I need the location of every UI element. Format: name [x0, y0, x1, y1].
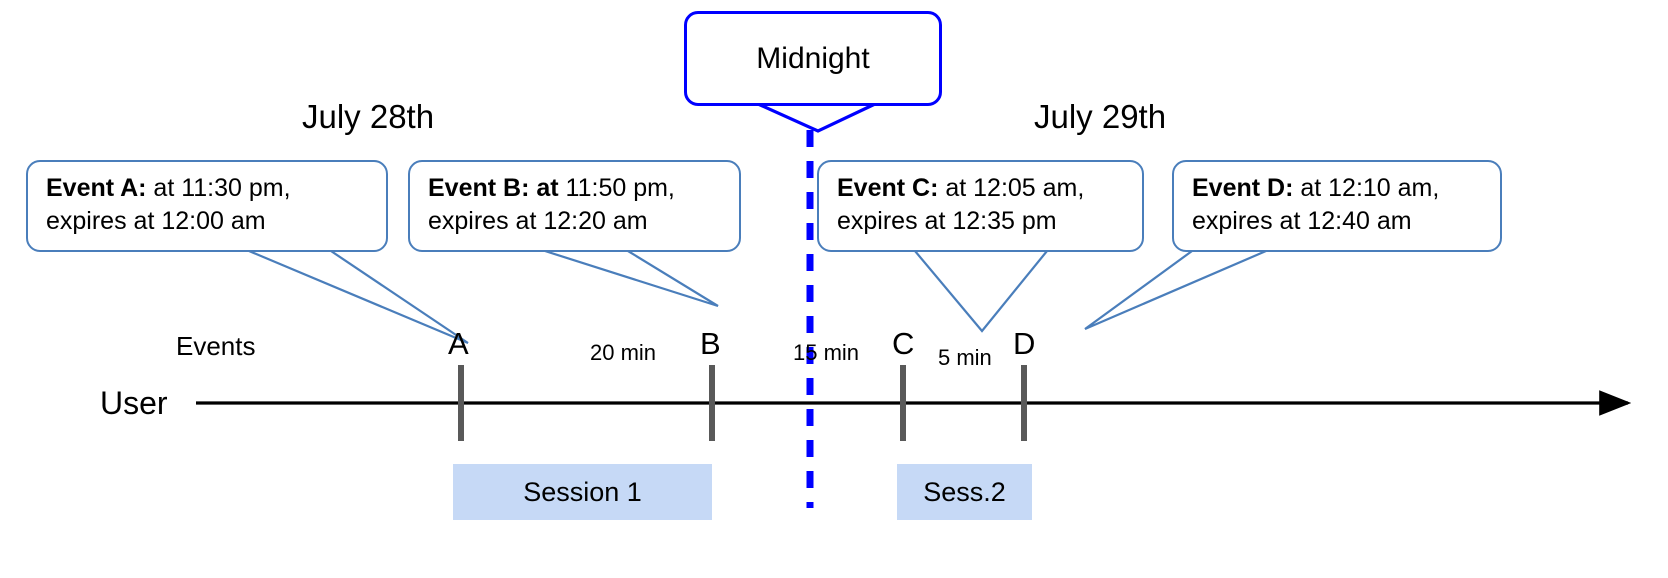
user-row-label: User — [100, 385, 168, 421]
marker-label-b: B — [700, 326, 721, 361]
callout-event-d-rest: at 12:10 am, — [1293, 174, 1440, 202]
callout-event-a: Event A: at 11:30 pm, expires at 12:00 a… — [26, 160, 388, 252]
callout-event-b: Event B: at 11:50 pm, expires at 12:20 a… — [408, 160, 741, 252]
callout-event-c-line1: Event C: at 12:05 am, — [837, 172, 1128, 205]
date-label-july-28: July 28th — [302, 98, 435, 135]
midnight-callout-tail — [757, 102, 876, 133]
callout-event-c-rest: at 12:05 am, — [938, 174, 1085, 202]
callout-event-a-line2: expires at 12:00 am — [46, 207, 266, 235]
midnight-callout: Midnight — [684, 11, 942, 106]
session-block-2: Sess.2 — [897, 464, 1032, 520]
callout-event-b-rest: 11:50 pm, — [558, 174, 675, 202]
leader-event-c — [914, 250, 1048, 333]
leader-event-a — [248, 249, 469, 345]
callout-event-b-line1: Event B: at 11:50 pm, — [428, 172, 725, 205]
marker-label-a: A — [448, 326, 469, 361]
callout-event-d-line1: Event D: at 12:10 am, — [1192, 172, 1486, 205]
callout-event-b-bold: Event B: at — [428, 174, 559, 202]
gap-label-c-d: 5 min — [938, 345, 992, 370]
callout-event-a-line1: Event A: at 11:30 pm, — [46, 172, 372, 205]
callout-event-c-bold: Event C: — [837, 174, 939, 202]
callout-event-c-line2: expires at 12:35 pm — [837, 207, 1057, 235]
midnight-label: Midnight — [756, 41, 870, 75]
callout-event-c: Event C: at 12:05 am, expires at 12:35 p… — [817, 160, 1144, 252]
session-block-1: Session 1 — [453, 464, 712, 520]
callout-event-d-line2: expires at 12:40 am — [1192, 207, 1412, 235]
gap-label-b-c: 15 min — [793, 340, 860, 365]
marker-label-c: C — [892, 326, 915, 361]
callout-event-d: Event D: at 12:10 am, expires at 12:40 a… — [1172, 160, 1502, 252]
callout-event-b-line2: expires at 12:20 am — [428, 207, 648, 235]
date-label-july-29: July 29th — [1034, 98, 1167, 135]
events-row-label: Events — [176, 331, 256, 361]
gap-label-a-b: 20 min — [590, 340, 657, 365]
leader-event-d — [1084, 249, 1267, 331]
callout-event-d-bold: Event D: — [1192, 174, 1294, 202]
session-block-1-label: Session 1 — [523, 476, 642, 507]
session-block-2-label: Sess.2 — [923, 476, 1006, 507]
leader-event-b — [544, 249, 719, 308]
marker-label-d: D — [1013, 326, 1036, 361]
callout-event-a-rest: at 11:30 pm, — [146, 174, 291, 202]
callout-event-a-bold: Event A: — [46, 174, 147, 202]
